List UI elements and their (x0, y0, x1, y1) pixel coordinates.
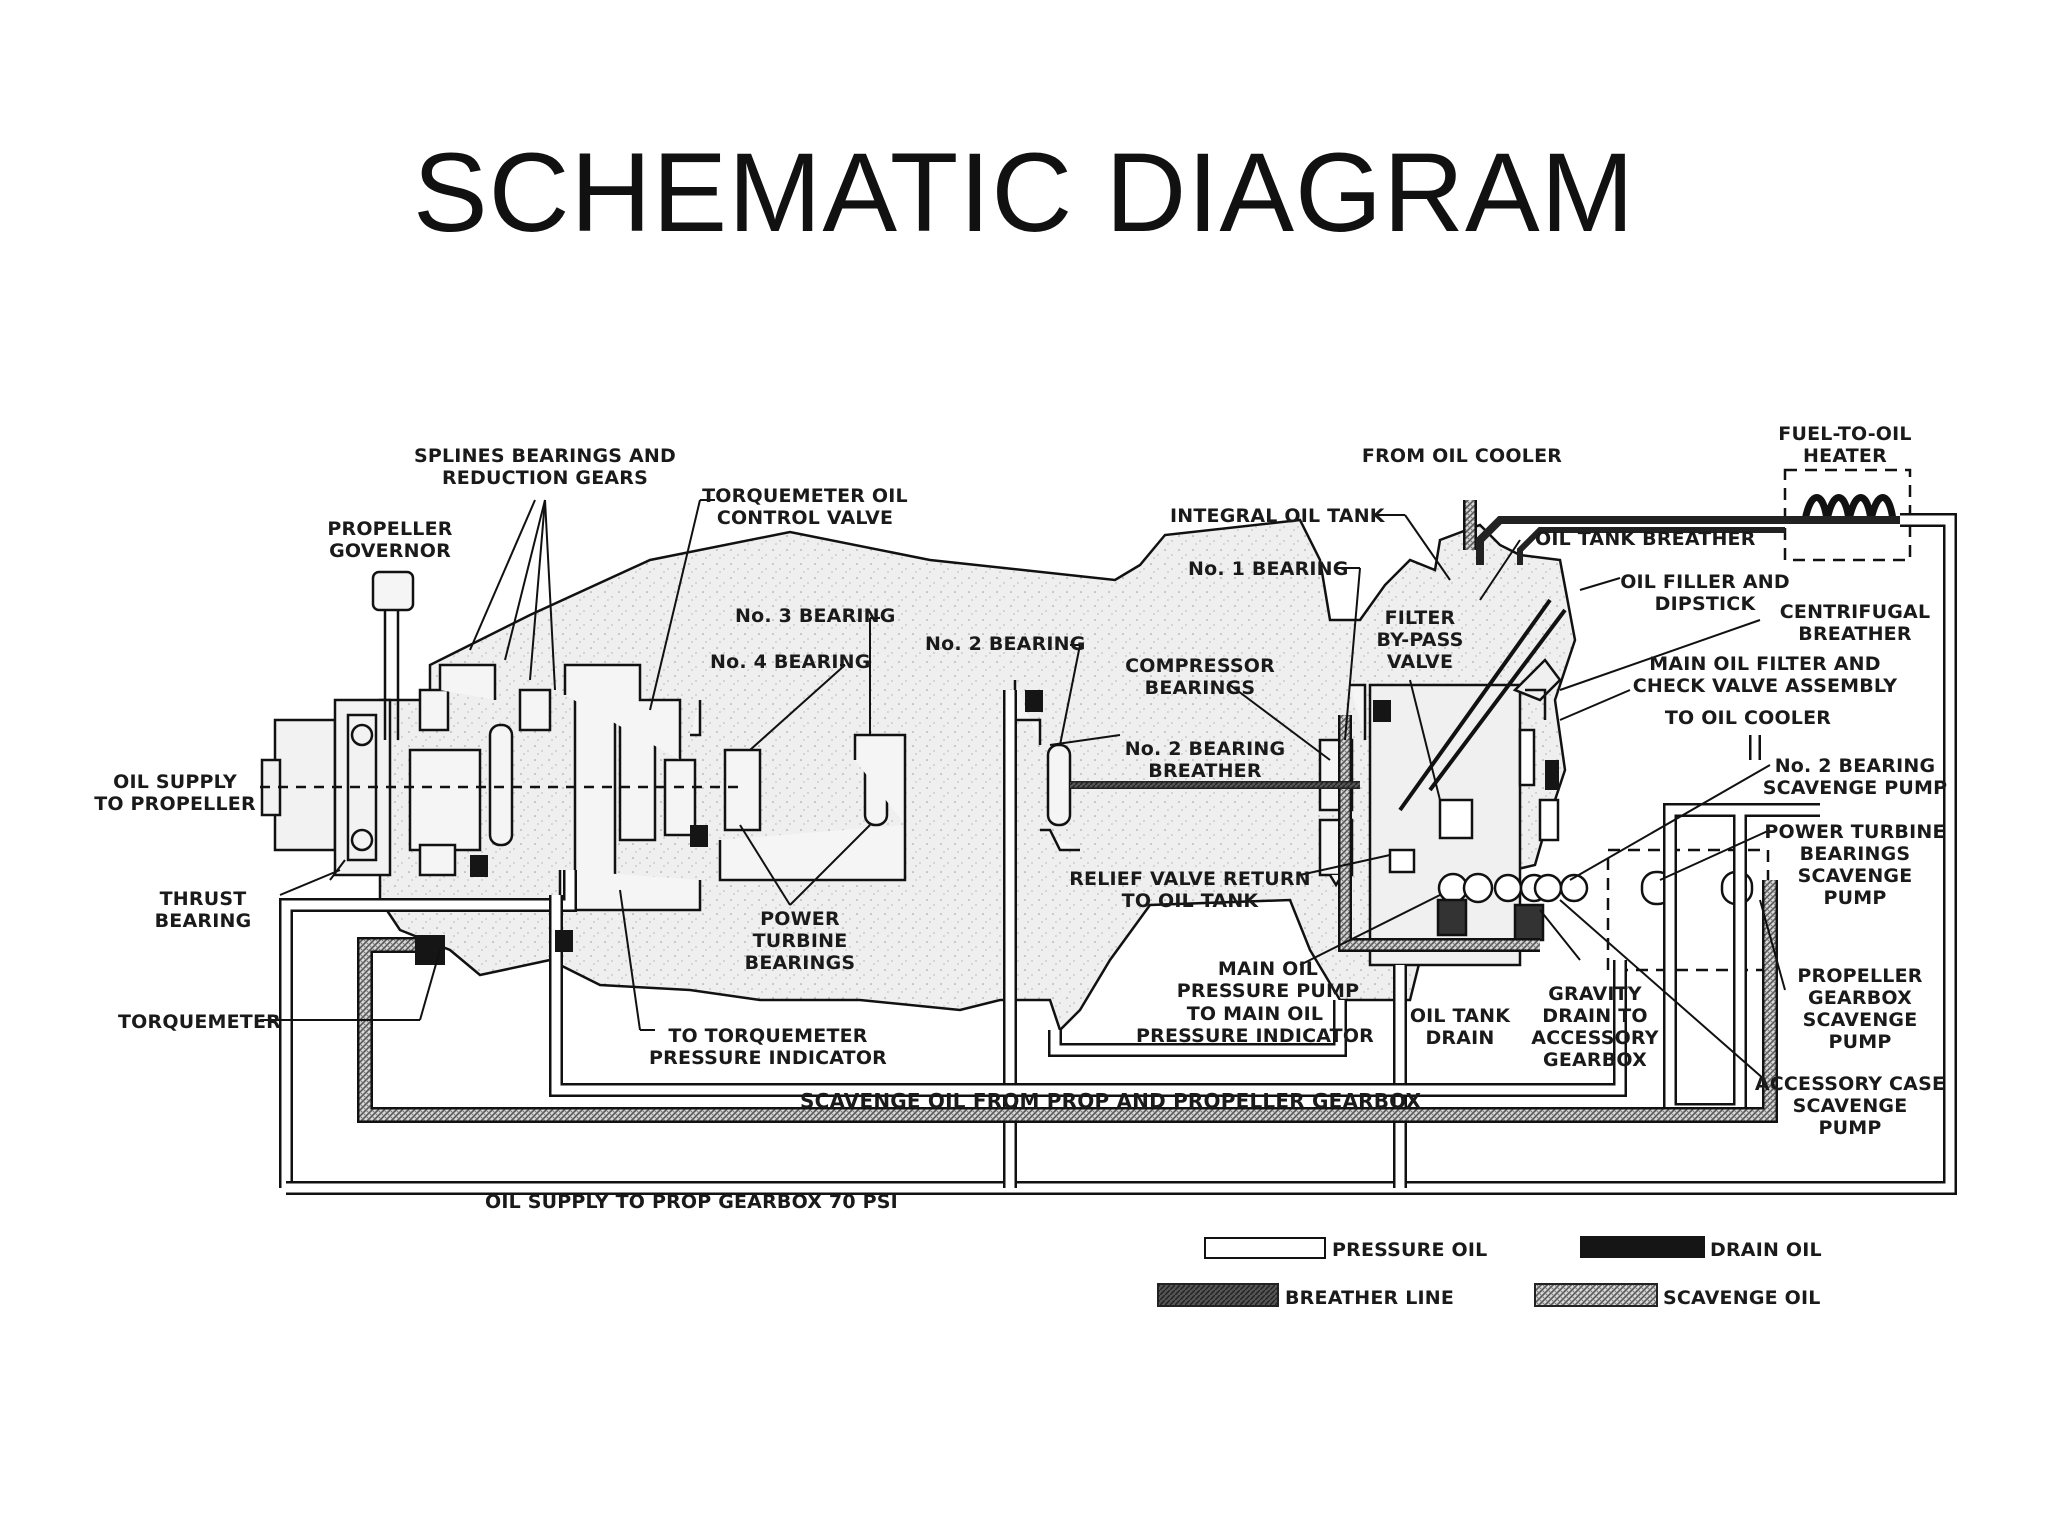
label-oil-supply-gearbox: OIL SUPPLY TO PROP GEARBOX 70 PSI (485, 1191, 898, 1213)
legend-drain-oil: DRAIN OIL (1710, 1239, 1822, 1261)
label-scavenge-from-prop: SCAVENGE OIL FROM PROP AND PROPELLER GEA… (800, 1089, 1422, 1113)
legend-swatch-breather (1157, 1283, 1279, 1307)
fuel-to-oil-heater (1783, 468, 1912, 562)
torquemeter-assembly (558, 663, 702, 912)
label-integral-oil-tank: INTEGRAL OIL TANK (1170, 505, 1386, 527)
label-to-oil-cooler: TO OIL COOLER (1665, 707, 1831, 729)
leader-lines (260, 499, 1786, 1081)
legend-pressure-oil: PRESSURE OIL (1332, 1239, 1487, 1261)
legend-scavenge-oil: SCAVENGE OIL (1663, 1287, 1821, 1309)
scavenge-oil-lines (357, 500, 1778, 1123)
propeller-hub (260, 698, 392, 877)
legend-swatch-scavenge (1534, 1283, 1658, 1307)
pressure-oil-lines (279, 513, 1957, 1195)
label-no2-bearing: No. 2 BEARING (925, 633, 1086, 655)
page-title: SCHEMATIC DIAGRAM (412, 130, 1636, 255)
legend-swatch-drain (1580, 1236, 1705, 1258)
reduction-gears (408, 663, 552, 877)
propeller-governor (371, 570, 415, 740)
breather-lines (1070, 516, 1900, 789)
label-no3-bearing: No. 3 BEARING (735, 605, 896, 627)
legend-breather-line: BREATHER LINE (1285, 1287, 1454, 1309)
label-no4-bearing: No. 4 BEARING (710, 651, 871, 673)
legend-swatch-pressure (1204, 1237, 1326, 1259)
label-torquemeter: TORQUEMETER (118, 1011, 281, 1033)
label-oil-tank-breather: OIL TANK BREATHER (1535, 528, 1756, 550)
legend: PRESSURE OIL DRAIN OIL BREATHER LINE SCA… (1157, 1236, 1822, 1309)
label-no1-bearing: No. 1 BEARING (1188, 558, 1349, 580)
label-from-oil-cooler: FROM OIL COOLER (1362, 445, 1562, 467)
